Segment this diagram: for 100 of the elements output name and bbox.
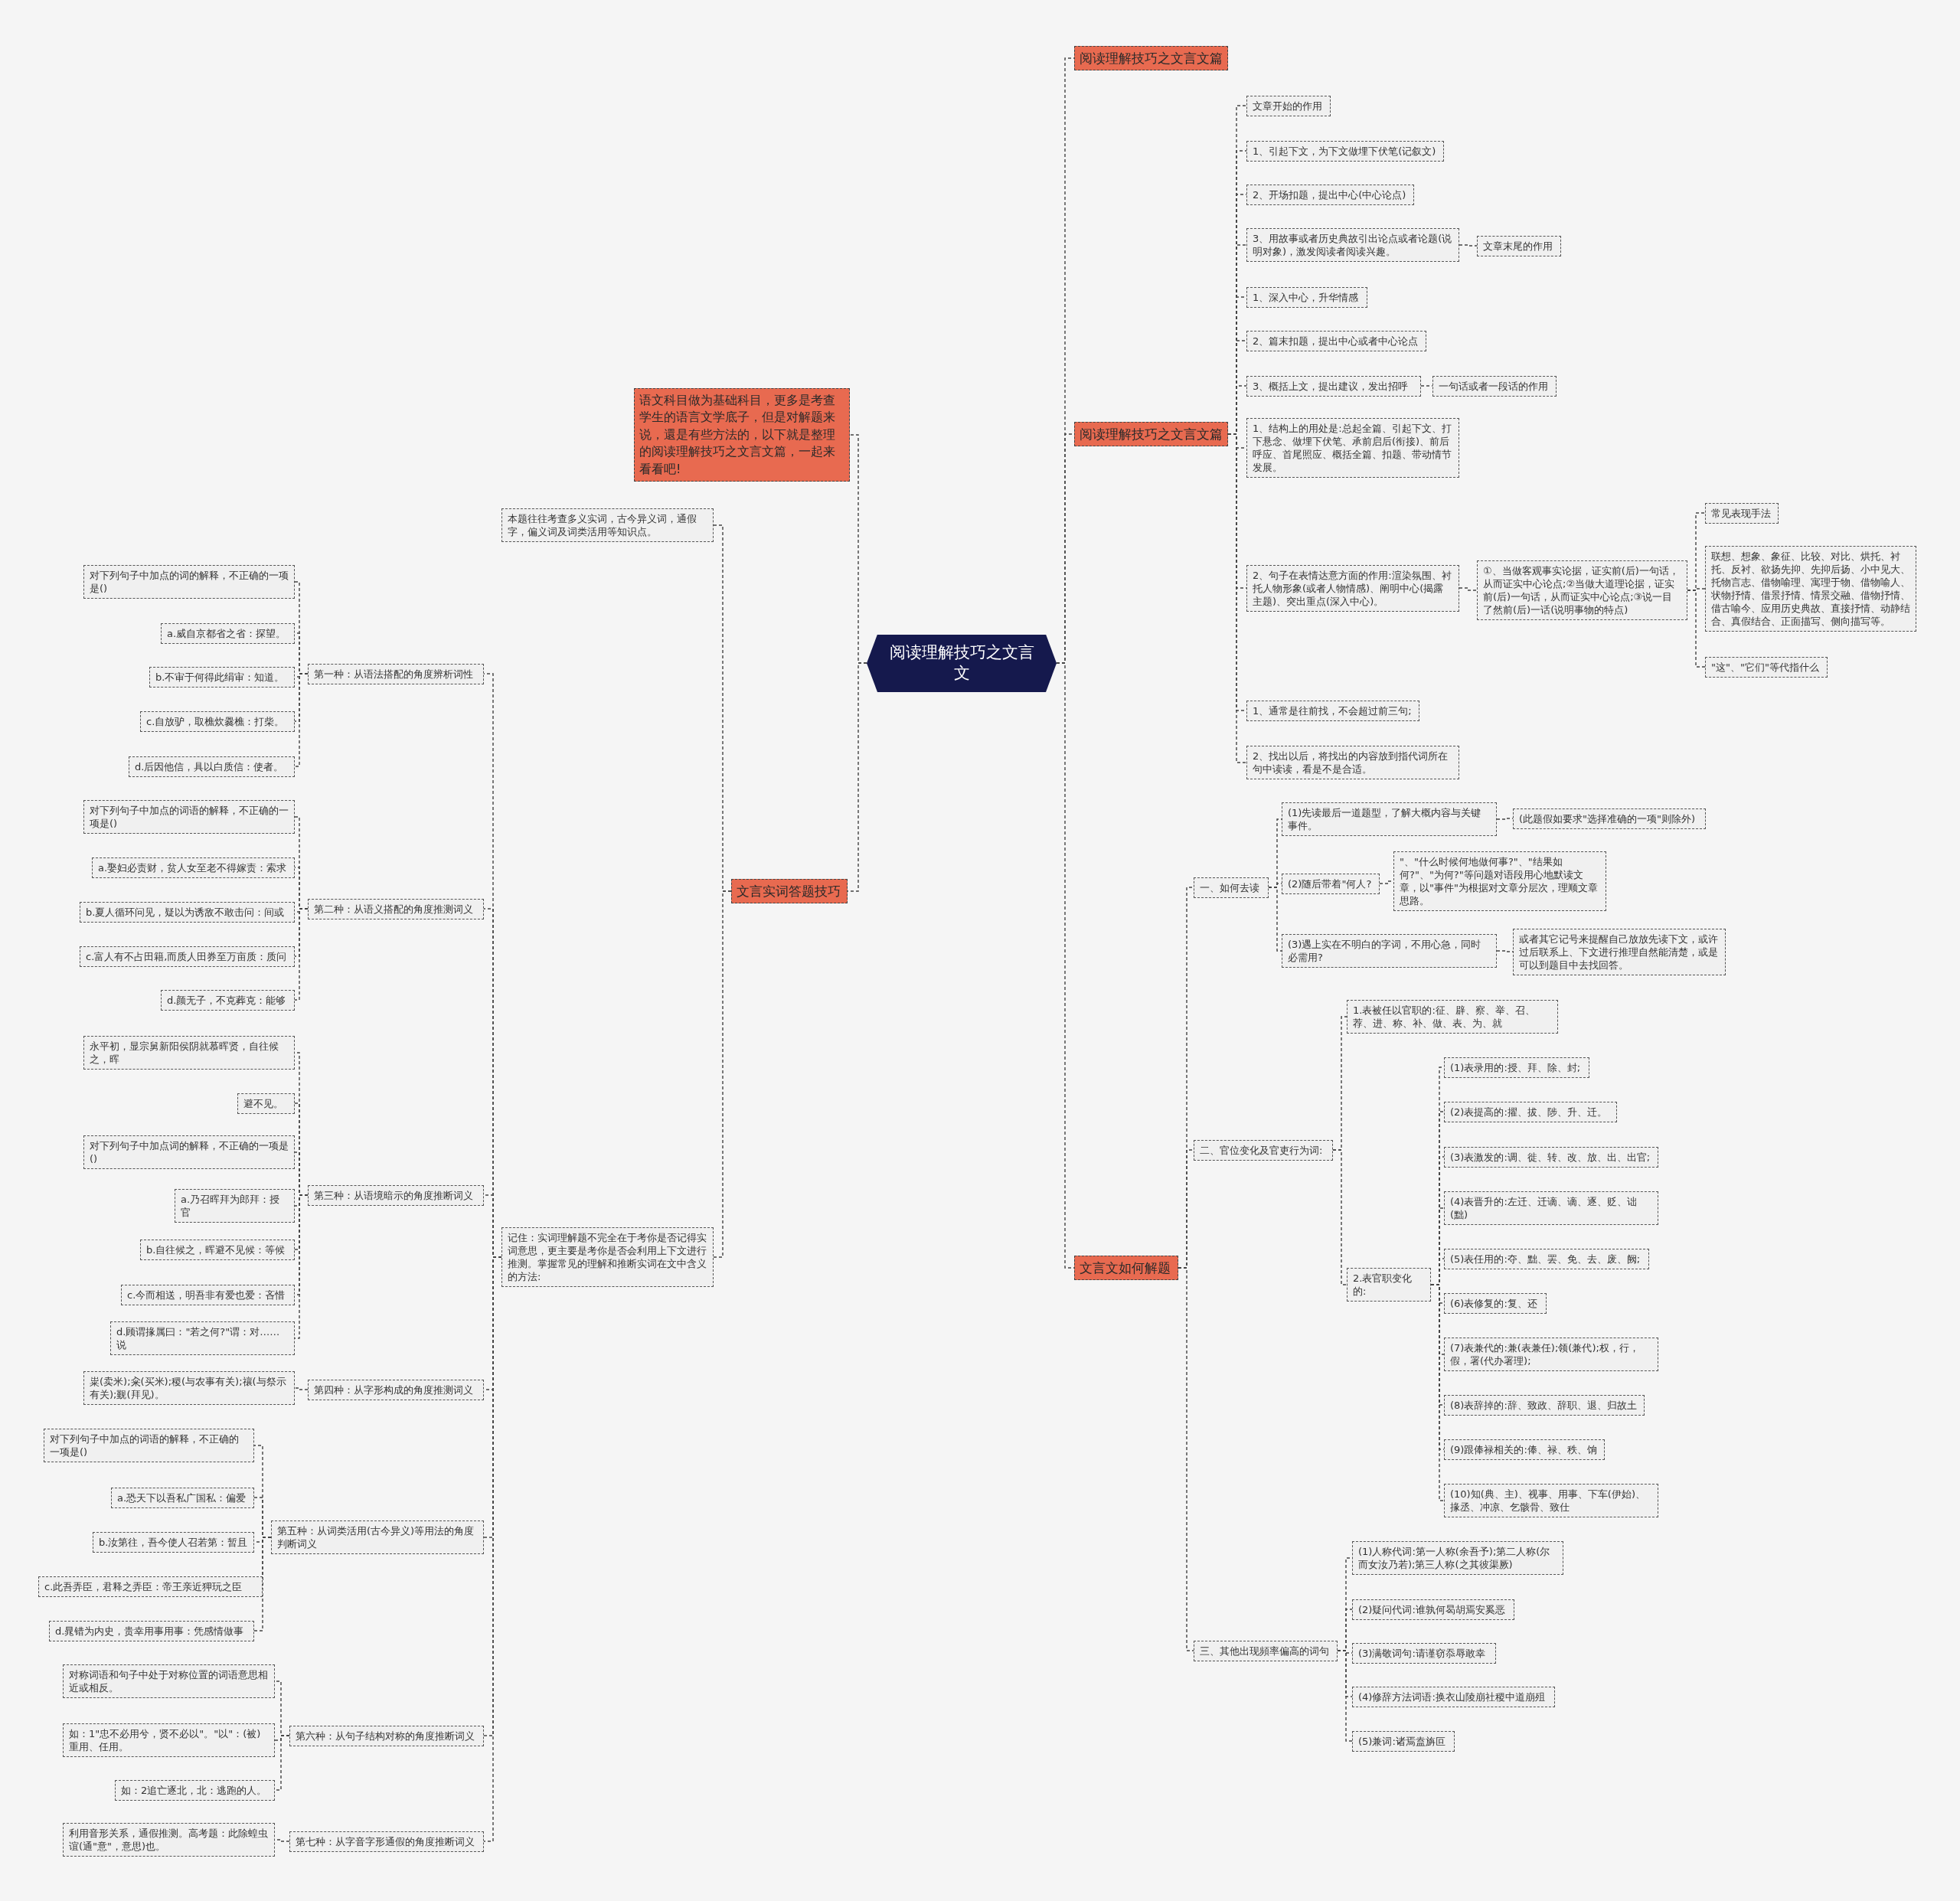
connector-line [294, 908, 309, 1001]
topic-box: (1)先读最后一道题型，了解大概内容与关键事件。 [1282, 802, 1497, 837]
branch-topic: 文言实词答题技巧 [731, 879, 848, 904]
topic-box: 第六种：从句子结构对称的角度推断词义 [289, 1725, 484, 1746]
connector-line [1337, 1650, 1353, 1742]
topic-box: (1)表录用的:授、拜、除、封; [1444, 1057, 1589, 1078]
topic-box: b.自往候之，晖避不见候：等候 [140, 1239, 295, 1260]
topic-box: 第七种：从字音字形通假的角度推断词义 [289, 1831, 484, 1852]
topic-box: (10)知(典、主)、视事、用事、下车(伊始)、掾丞、冲凉、乞骸骨、致仕 [1444, 1484, 1658, 1518]
connector-line [713, 890, 732, 1258]
topic-box: (8)表辞掉的:辞、致政、辞职、退、归故土 [1444, 1394, 1645, 1416]
central-topic: 阅读理解技巧之文言文 [867, 634, 1057, 692]
topic-box: 第三种：从语境暗示的角度推断词义 [308, 1184, 484, 1206]
branch-topic: 文言文如何解题 [1074, 1256, 1178, 1281]
topic-box: 联想、想象、象征、比较、对比、烘托、衬托、反衬、欲扬先抑、先抑后扬、小中见大、托物言志、借物喻理、寓理于物、借物喻人、状物抒情、借景抒情、情景交融、借物抒情、借古喻今、应用历史典故、直接抒情、动静结合、真假结合、正面描写、侧向描写等。 [1705, 545, 1916, 632]
topic-box: 第一种：从语法搭配的角度辨析词性 [308, 663, 484, 684]
topic-box: 粜(卖米);籴(买米);稷(与农事有关);禳(与祭示有关);觐(拜见)。 [83, 1371, 295, 1406]
topic-box: (3)满敬词句:请谨窃忝辱敢幸 [1352, 1642, 1496, 1664]
topic-box: 3、概括上文，提出建议，发出招呼 [1246, 375, 1421, 397]
topic-box: "、"什么时候何地做何事?"、"结果如何?"、"为何?"等问题对语段用心地默读文章，以"事件"为根据对文章分层次，理顺文章思路。 [1393, 851, 1606, 912]
topic-box: a.娶妇必责财，贫人女至老不得嫁责：索求 [92, 857, 295, 878]
topic-box: b.不审于何得此绢审：知道。 [149, 666, 295, 688]
topic-box: (此题假如要求"选择准确的一项"则除外) [1513, 808, 1706, 829]
topic-box: 记住：实词理解题不完全在于考你是否记得实词意思，更主要是考你是否会利用上下文进行推测。掌握常见的理解和推断实词在文中含义的方法: [501, 1227, 714, 1288]
topic-box: 如：1"忠不必用兮，贤不必以"。"以"：(被)重用、任用。 [63, 1723, 275, 1758]
topic-box: 或者其它记号来提醒自己放放先读下文，或许过后联系上、下文进行推理自然能清楚，或是可以到题目中去找回答。 [1513, 928, 1726, 975]
topic-box: d.颜无子，不克葬克：能够 [161, 989, 295, 1011]
topic-box: 一句话或者一段话的作用 [1432, 375, 1557, 397]
connector-line [1332, 1149, 1348, 1285]
topic-box: 对下列句子中加点的词语的解释，不正确的一项是() [83, 800, 295, 835]
topic-box: 利用音形关系，通假推测。高考题：此除蝗虫谊(通"意"，意思)也。 [63, 1823, 275, 1857]
topic-box: 3、用故事或者历史典故引出论点或者论题(说明对象)，激发阅读者阅读兴趣。 [1246, 228, 1459, 263]
topic-box: (5)兼词:诸焉盍旃叵 [1352, 1730, 1455, 1752]
topic-box: b.汝第往，吾今使人召若第：暂且 [93, 1531, 254, 1553]
topic-box: (3)表激发的:调、徙、转、改、放、出、出官; [1444, 1146, 1658, 1168]
topic-box: (4)修辞方法词语:换衣山陵崩社稷中道崩殂 [1352, 1686, 1555, 1707]
topic-box: d.晁错为内史，贵幸用事用事：凭感情做事 [49, 1620, 254, 1641]
topic-box: c.此吾弄臣，君释之弄臣：帝王亲近狎玩之臣 [38, 1576, 263, 1597]
topic-box: (4)表晋升的:左迁、迁谪、谪、逐、贬、诎(黜) [1444, 1191, 1658, 1226]
topic-box: b.夏人循环问见，疑以为诱敌不敢击问：间或 [80, 901, 295, 923]
topic-box: 1.表被任以官职的:征、辟、察、举、召、荐、进、称、补、做、表、为、就 [1347, 1000, 1558, 1034]
topic-box: (5)表任用的:夺、黜、罢、免、去、废、阙; [1444, 1248, 1649, 1269]
topic-box: (2)随后带着"何人? [1282, 873, 1380, 894]
topic-box: 避不见。 [237, 1093, 295, 1114]
connector-line [253, 1537, 272, 1632]
topic-box: 文章开始的作用 [1246, 95, 1331, 116]
topic-box: 2、篇末扣题，提出中心或者中心论点 [1246, 330, 1426, 351]
topic-box: a.威自京都省之省：探望。 [161, 622, 295, 644]
topic-box: (1)人称代词:第一人称(余吾予);第二人称(尔而女汝乃若);第三人称(之其彼渠厥) [1352, 1541, 1563, 1576]
topic-box: 第二种：从语义搭配的角度推测词义 [308, 898, 484, 919]
topic-box: 2、开场扣题，提出中心(中心论点) [1246, 184, 1414, 205]
topic-box: c.今而相送，明吾非有爱也爱：吝惜 [121, 1284, 295, 1305]
topic-box: (9)跟俸禄相关的:俸、禄、秩、饷 [1444, 1439, 1605, 1460]
topic-box: ①、当做客观事实论据，证实前(后)一句话，从而证实中心论点;②当做大道理论据，证实前(后)一句话，从而证实中心论点;③说一目了然前(后)一话(说明事物的特点) [1477, 560, 1687, 621]
topic-box: 一、如何去读 [1194, 877, 1269, 898]
topic-box: 2.表官职变化的: [1347, 1268, 1431, 1302]
topic-box: 对下列句子中加点词的解释，不正确的一项是() [83, 1135, 295, 1170]
connector-line [1178, 1267, 1194, 1651]
connector-line [1687, 590, 1706, 668]
topic-box: (6)表修复的:复、还 [1444, 1292, 1547, 1314]
connector-line [274, 1735, 290, 1791]
topic-box: 如：2追亡逐北，北：逃跑的人。 [115, 1779, 275, 1801]
topic-box: 对下列句子中加点的词语的解释，不正确的一项是() [44, 1429, 254, 1463]
topic-box: 2、句子在表情达意方面的作用:渲染氛围、衬托人物形象(或者人物情感)、阐明中心(揭露主题)、突出重点(深入中心)。 [1246, 564, 1459, 612]
topic-box: 1、结构上的用处是:总起全篇、引起下文、打下悬念、做埋下伏笔、承前启后(衔接)、前后呼应、首尾照应、概括全篇、扣题、带动情节发展。 [1246, 417, 1459, 479]
topic-box: 1、引起下文，为下文做埋下伏笔(记叙文) [1246, 140, 1444, 162]
branch-topic: 阅读理解技巧之文言文篇 [1074, 422, 1228, 447]
connector-line [294, 1387, 309, 1390]
connector-line [1459, 244, 1478, 247]
topic-box: (2)疑问代词:谁孰何曷胡焉安奚恶 [1352, 1599, 1514, 1620]
topic-box: a.恐天下以吾私广国私：偏爱 [111, 1487, 254, 1508]
topic-box: d.后因他信，具以白质信：使者。 [129, 756, 295, 777]
topic-box: "这"、"它们"等代指什么 [1705, 656, 1828, 678]
topic-box: 1、通常是往前找，不会超过前三句; [1246, 700, 1419, 721]
topic-box: 2、找出以后，将找出的内容放到指代词所在句中读读，看是不是合适。 [1246, 746, 1459, 780]
topic-box: 第五种：从词类活用(古今异义)等用法的角度判断词义 [271, 1520, 484, 1555]
connector-line [1459, 587, 1478, 591]
topic-box: 第四种：从字形构成的角度推测词义 [308, 1379, 484, 1400]
connector-line [294, 1194, 309, 1339]
topic-box: (2)表提高的:擢、拔、陟、升、迁。 [1444, 1101, 1617, 1122]
connector-line [1268, 887, 1282, 952]
topic-box: c.自放驴，取樵炊爨樵：打柴。 [140, 710, 295, 732]
topic-box: 文章末尾的作用 [1477, 235, 1561, 256]
topic-box: 对称词语和句子中处于对称位置的词语意思相近或相反。 [63, 1664, 275, 1699]
topic-box: a.乃召晖拜为郎拜：授官 [175, 1189, 295, 1223]
branch-topic: 语文科目做为基础科目，更多是考查学生的语言文学底子，但是对解题来说，還是有些方法的，以下就是整理的阅读理解技巧之文言文篇，一起来看看吧! [634, 388, 850, 482]
topic-box: 对下列句子中加点的词的解释，不正确的一项是() [83, 565, 295, 599]
topic-box: c.富人有不占田籍,而质人田券至万亩质：质问 [80, 946, 295, 967]
topic-box: 三、其他出现頻率偏高的词句 [1194, 1640, 1338, 1661]
branch-topic: 阅读理解技巧之文言文篇 [1074, 46, 1228, 71]
topic-box: 永平初，显宗舅新阳侯阴就慕晖贤，自往候之，晖 [83, 1036, 295, 1070]
connector-line [1430, 1284, 1445, 1501]
topic-box: 常见表现手法 [1705, 502, 1779, 524]
connector-line [294, 673, 309, 767]
topic-box: 二、官位变化及官吏行为词: [1194, 1139, 1333, 1161]
topic-box: (7)表兼代的:兼(表兼任);领(兼代);权，行，假，署(代办署理); [1444, 1338, 1658, 1372]
topic-box: 1、深入中心，升华情感 [1246, 286, 1367, 308]
topic-box: (3)遇上实在不明白的字词，不用心急，同时必需用? [1282, 934, 1497, 968]
topic-box: 本题往往考查多义实词，古今异义词，通假字，偏义词及词类活用等知识点。 [501, 508, 714, 543]
topic-box: d.顾谓掾属曰："若之何?"谓：对……说 [110, 1321, 295, 1356]
